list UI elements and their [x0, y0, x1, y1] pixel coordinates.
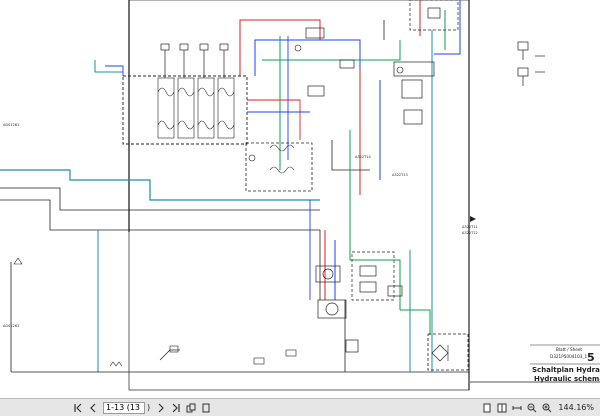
drawing-frame	[128, 0, 470, 391]
drawing-number: D321P5004103_1	[550, 354, 587, 359]
zoom-in-button[interactable]	[540, 401, 553, 414]
document-page: AGS1261 AGS1261 A322T11 A322T12 A322T14 …	[0, 0, 600, 391]
title-english: Hydraulic schematic	[534, 375, 600, 383]
single-page-button[interactable]	[480, 401, 493, 414]
zoom-out-button[interactable]	[525, 401, 538, 414]
zoom-level[interactable]: 144.16%	[558, 403, 594, 412]
right-cylinders	[517, 41, 545, 86]
ref-label-bottom-left: AGS1261	[3, 324, 19, 328]
filter-block	[245, 142, 313, 192]
valve-sections	[157, 77, 235, 139]
zoom-in-icon	[542, 403, 552, 412]
two-page-icon	[497, 403, 507, 412]
zoom-out-icon	[527, 403, 537, 412]
page-view-icon	[202, 403, 210, 412]
first-page-button[interactable]	[71, 401, 84, 414]
two-page-button[interactable]	[495, 401, 508, 414]
title-german: Schaltplan Hydraulik	[532, 366, 600, 374]
page-view-button[interactable]	[199, 401, 212, 414]
ref-label-right-b: A322T12	[462, 231, 478, 235]
copy-button[interactable]	[184, 401, 197, 414]
ref-label-mid-b: A322T13	[392, 173, 408, 177]
previous-page-icon	[89, 403, 95, 412]
next-page-icon	[158, 403, 164, 412]
next-page-button[interactable]	[154, 401, 167, 414]
ref-label-left: AGS1261	[3, 123, 19, 127]
hydraulic-schematic: AGS1261 AGS1261 A322T11 A322T12 A322T14 …	[0, 0, 600, 391]
ref-label-mid-a: A322T14	[355, 155, 371, 159]
fit-width-icon	[512, 405, 522, 410]
fit-width-button[interactable]	[510, 401, 523, 414]
sheet-label: Blatt / Sheet	[556, 347, 582, 352]
return-filter	[427, 333, 469, 371]
pump-group	[315, 251, 403, 353]
last-page-icon	[172, 403, 180, 412]
first-page-icon	[73, 403, 81, 412]
page-number-input[interactable]	[103, 401, 145, 414]
ref-label-right-a: A322T11	[462, 225, 478, 229]
sheet-number: 5	[587, 351, 595, 364]
viewer-toolbar: ) 144.16%	[0, 398, 600, 416]
main-valve-block	[122, 75, 248, 145]
copy-icon	[186, 403, 196, 412]
single-page-icon	[483, 403, 491, 412]
page-count: )	[147, 403, 151, 412]
title-block: Blatt / Sheet D321P5004103_1 5 Schaltpla…	[530, 344, 600, 383]
last-page-button[interactable]	[169, 401, 182, 414]
previous-page-button[interactable]	[86, 401, 99, 414]
